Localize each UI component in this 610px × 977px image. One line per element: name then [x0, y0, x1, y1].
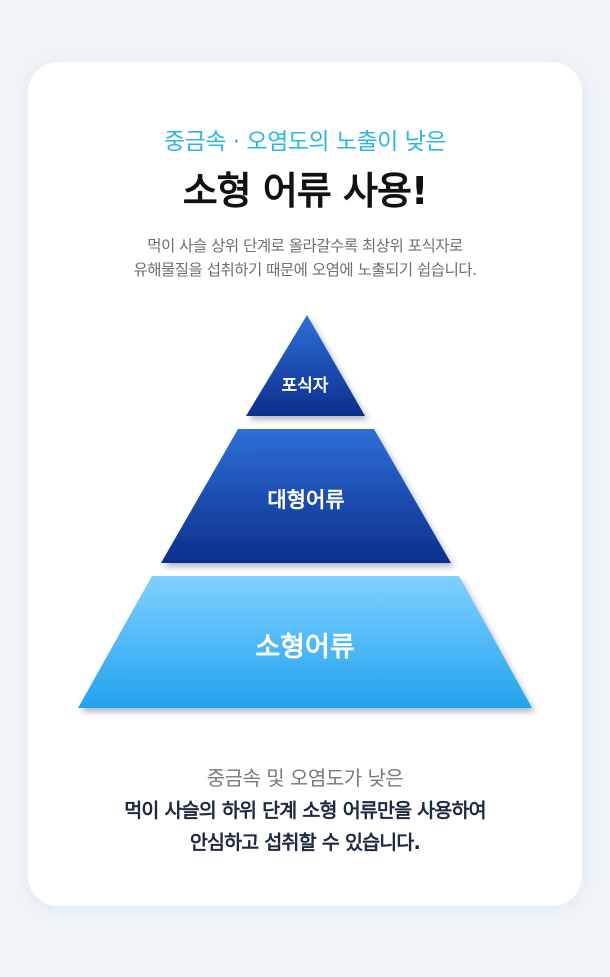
description-line-1: 먹이 사슬 상위 단계로 올라갈수록 최상위 포식자로	[147, 237, 463, 255]
footer-line-3: 안심하고 섭취할 수 있습니다.	[189, 831, 421, 854]
sub-title: 중금속 · 오염도의 노출이 낮은	[164, 129, 446, 155]
tier-label-large-fish: 대형어류	[267, 488, 344, 512]
description-line-2: 유해물질을 섭취하기 때문에 오염에 노출되기 쉽습니다.	[133, 261, 477, 279]
tier-label-predator: 포식자	[282, 376, 329, 396]
tier-large-fish: 대형어류	[161, 429, 451, 563]
tier-small-fish: 소형어류	[78, 576, 532, 708]
tier-top-predator: 포식자	[246, 315, 365, 416]
food-chain-pyramid: 포식자 대형어류 소형어류	[78, 315, 532, 708]
footer-line-1: 중금속 및 오염도가 낮은	[206, 766, 404, 790]
main-title: 소형 어류 사용!	[182, 169, 429, 213]
footer-line-2: 먹이 사슬의 하위 단계 소형 어류만을 사용하여	[124, 799, 486, 822]
tier-label-small-fish: 소형어류	[255, 632, 354, 663]
